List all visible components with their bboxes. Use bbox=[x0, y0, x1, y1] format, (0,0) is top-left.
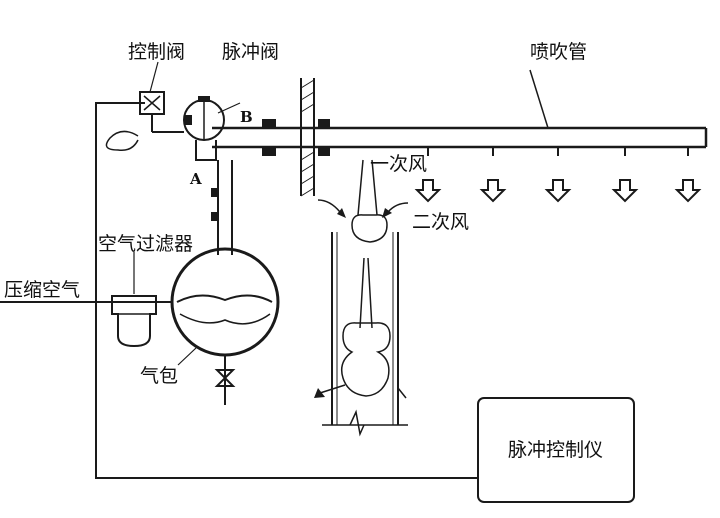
tube-sheet-wall bbox=[300, 78, 315, 197]
air-bag bbox=[170, 247, 280, 405]
blow-pipe bbox=[212, 69, 708, 156]
label-control-valve: 控制阀 bbox=[128, 41, 185, 63]
label-air-filter: 空气过滤器 bbox=[98, 233, 193, 255]
label-secondary-air: 二次风 bbox=[412, 211, 469, 233]
down-arrow-icon bbox=[414, 179, 442, 203]
down-arrow-icon bbox=[479, 179, 507, 203]
down-arrow-icon bbox=[544, 179, 572, 203]
filter-icon bbox=[111, 295, 157, 348]
nozzle-arrows bbox=[414, 179, 702, 203]
filter-bag bbox=[314, 159, 409, 437]
down-arrow-icon bbox=[611, 179, 639, 203]
label-point-a: A bbox=[189, 170, 202, 188]
label-air-bag: 气包 bbox=[140, 365, 178, 387]
control-valve bbox=[105, 61, 184, 152]
valve-icon bbox=[214, 369, 236, 387]
label-compressed-air: 压缩空气 bbox=[4, 279, 80, 301]
label-primary-air: 一次风 bbox=[370, 153, 427, 175]
pulse-valve bbox=[183, 96, 241, 161]
label-pulse-valve: 脉冲阀 bbox=[222, 41, 279, 63]
down-arrow-icon bbox=[674, 179, 702, 203]
compressed-air-line bbox=[0, 252, 172, 348]
pulse-controller bbox=[477, 397, 635, 503]
label-pulse-controller: 脉冲控制仪 bbox=[508, 439, 603, 461]
label-blow-pipe: 喷吹管 bbox=[530, 41, 587, 63]
riser-pipe bbox=[211, 160, 233, 255]
control-wiring bbox=[95, 102, 478, 479]
label-point-b: B bbox=[240, 108, 253, 126]
